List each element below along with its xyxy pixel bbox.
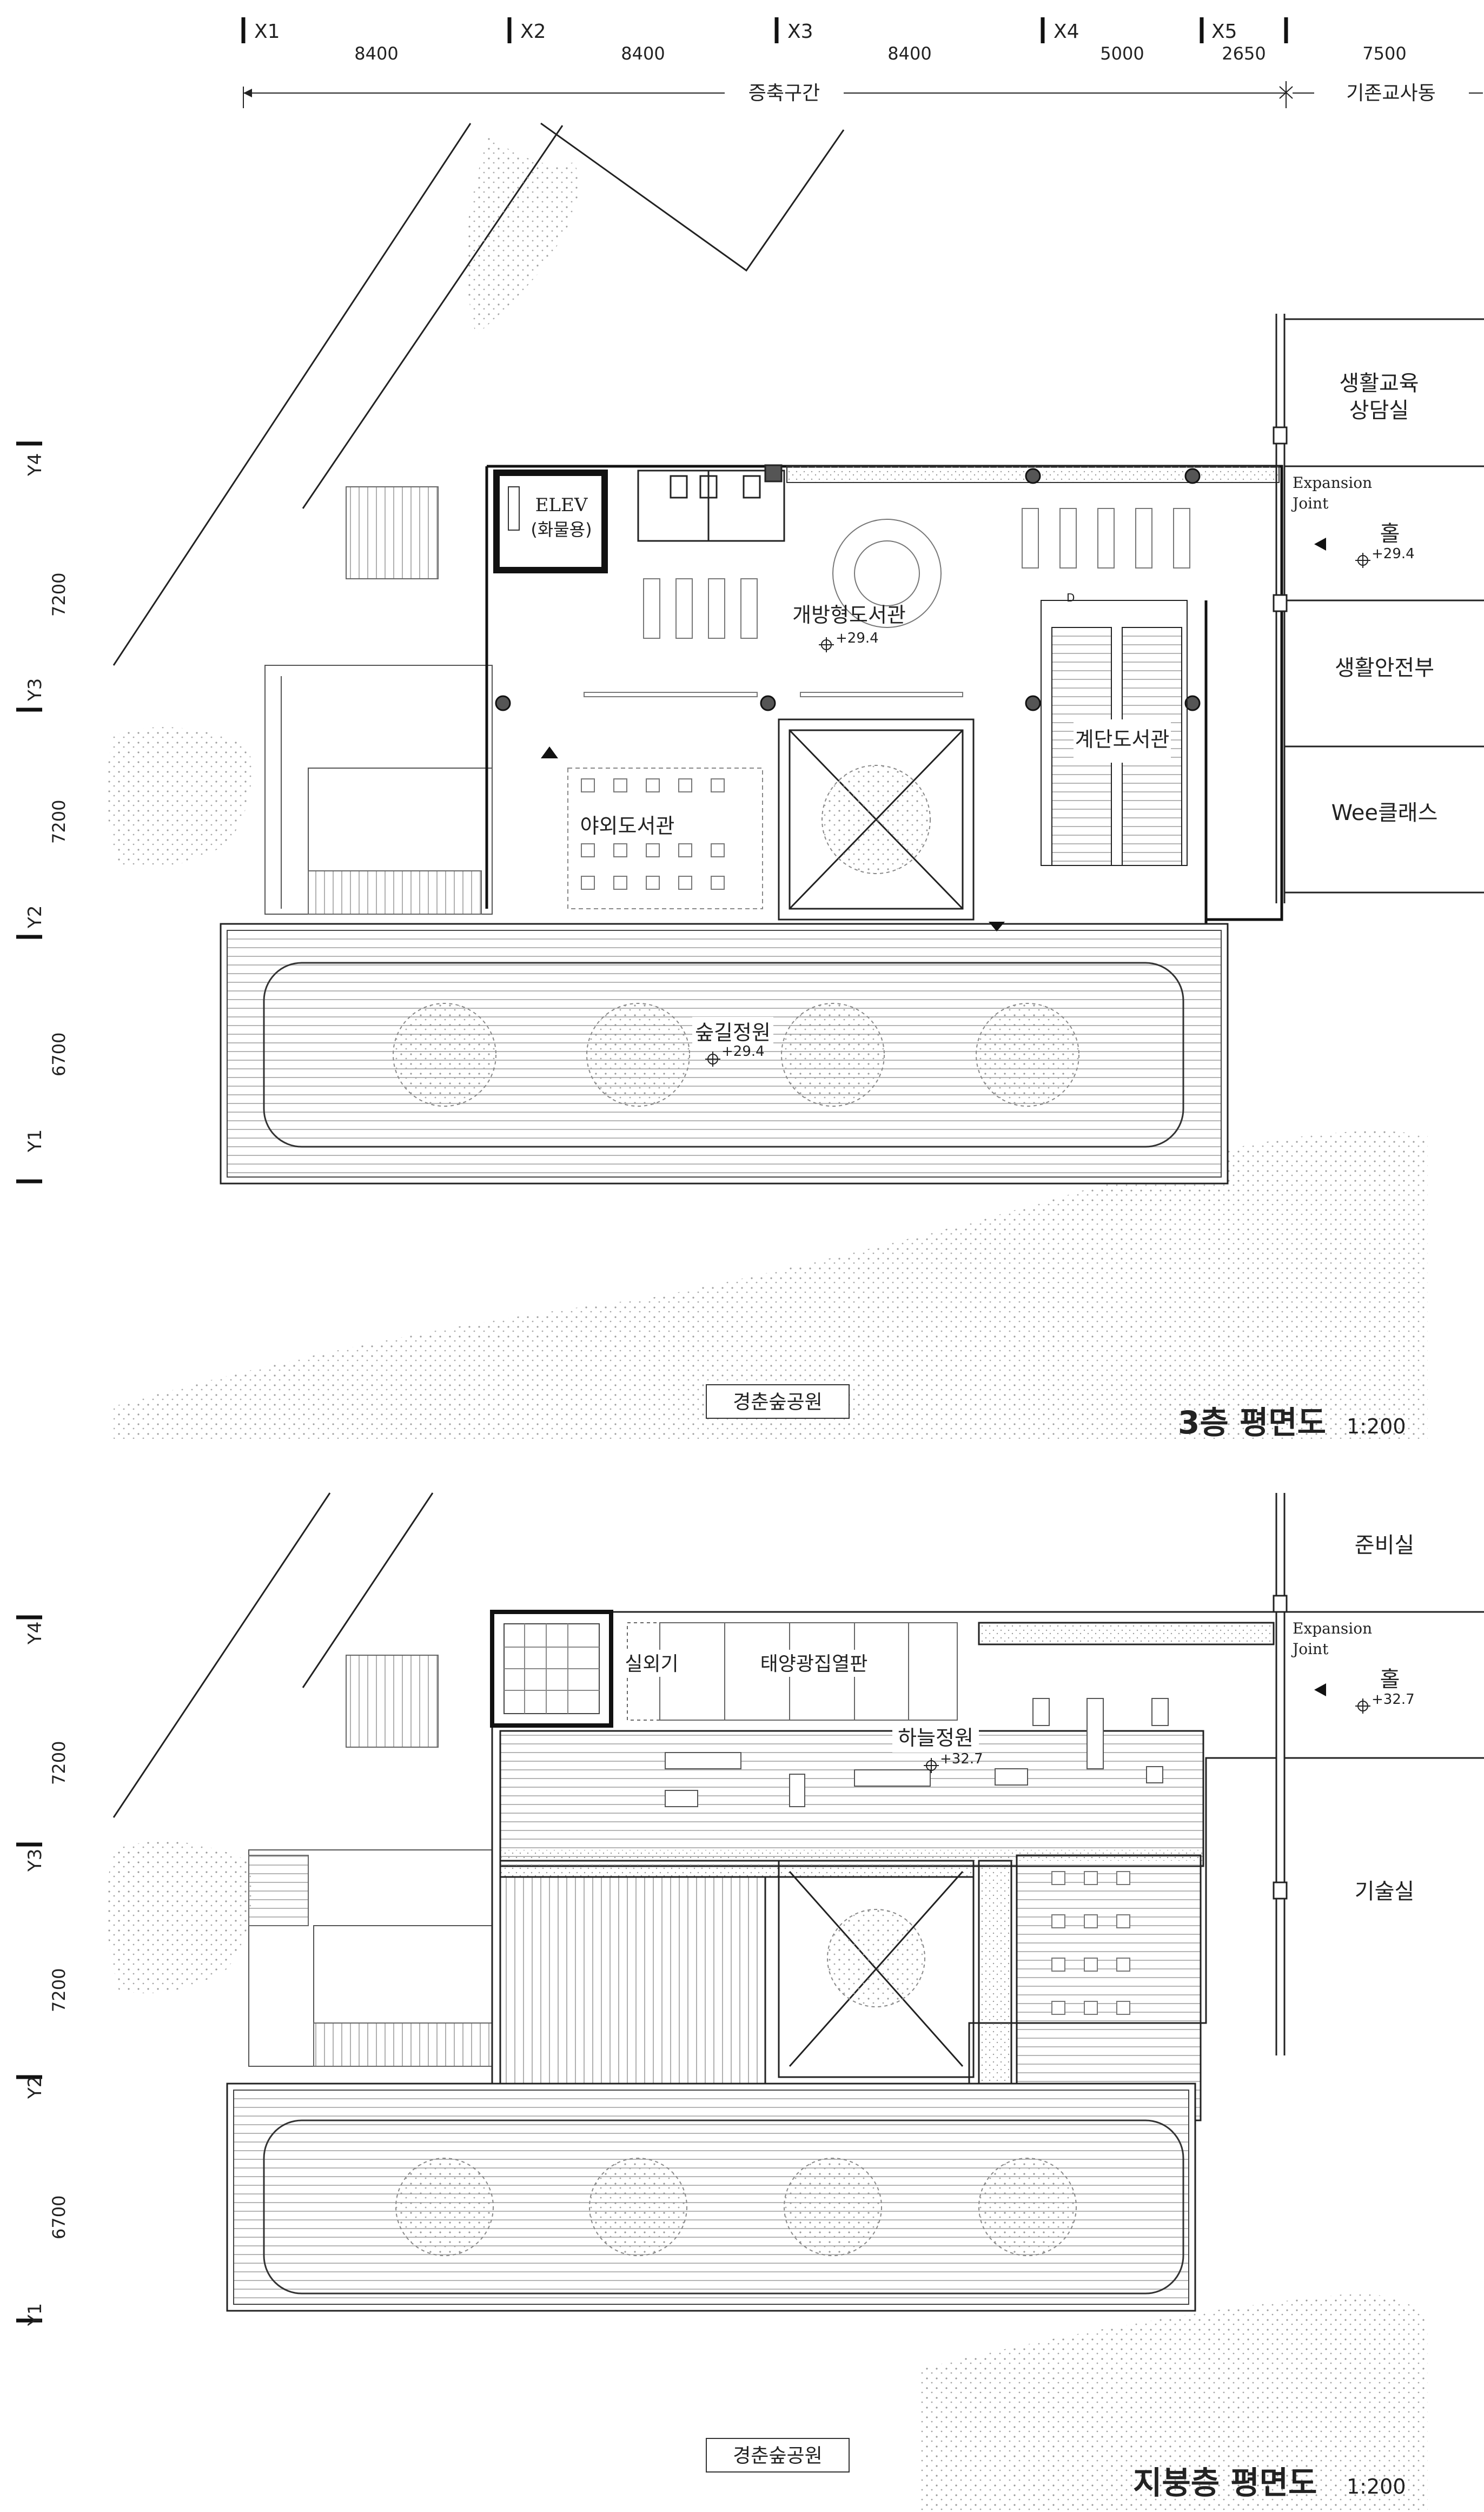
y-dim-3: 6700: [49, 1033, 69, 1076]
outdoor-library: [567, 768, 763, 909]
dim-x1-x2: 8400: [354, 43, 398, 64]
room-stair-library: 계단도서관: [1075, 728, 1170, 751]
room-open-library: 개방형도서관: [792, 603, 906, 627]
dim-x3-x4: 8400: [887, 43, 931, 64]
landscape-dots-top: [107, 135, 1428, 1439]
room-hall-roof: 홀: [1380, 1667, 1400, 1692]
room-counseling-1: 생활교육: [1339, 371, 1419, 396]
roof-plan: Y4 Y3 Y2 Y1 7200 7200 6700: [16, 1492, 1484, 2512]
room-forest-garden: 숲길정원: [695, 1021, 771, 1045]
open-library-furniture: [584, 508, 1190, 697]
sky-garden-furniture: [665, 1698, 1169, 1807]
y1-label-roof: Y1: [24, 2303, 46, 2326]
dim-x2-x3: 8400: [621, 43, 665, 64]
grid-x3: X3: [787, 21, 813, 43]
y-dim-2: 7200: [49, 800, 69, 844]
toilets: [637, 464, 785, 542]
y2-label-roof: Y2: [24, 2076, 46, 2099]
room-wee: Wee클래스: [1331, 801, 1438, 825]
level-hall-roof: +32.7: [1372, 1691, 1415, 1708]
level-marker-icon: [819, 637, 834, 652]
dim-existing: 7500: [1362, 43, 1406, 64]
room-safety: 생활안전부: [1335, 656, 1434, 680]
roof-deck: [491, 1611, 1277, 2143]
elevator: ELEV (화물용): [493, 470, 608, 573]
grid-x1: X1: [254, 21, 280, 43]
outdoor-library-tables: [581, 778, 725, 890]
dim-x5: 2650: [1222, 43, 1266, 64]
park-label-roof: 경춘숲공원: [733, 2445, 823, 2467]
stair-mark-1: D: [1066, 591, 1075, 604]
forest-garden: [220, 923, 1229, 1185]
north-arrow-icon: [989, 922, 1005, 931]
level-forest-garden: +29.4: [721, 1043, 765, 1060]
outdoor-unit: [490, 1610, 613, 1728]
north-arrow-icon: [541, 746, 558, 758]
existing-label: 기존교사동: [1346, 82, 1436, 104]
elev-label: ELEV: [535, 494, 588, 516]
stair-left-top: [308, 486, 482, 915]
room-counseling-2: 상담실: [1349, 398, 1409, 423]
y3-label: Y3: [24, 678, 46, 702]
y-dim-1: 7200: [49, 573, 69, 617]
tree-icon: [827, 1909, 925, 2007]
expansion-joint-roof-1: Expansion: [1293, 1619, 1372, 1637]
y-dim-roof-1: 7200: [49, 1741, 69, 1785]
room-hall-3f: 홀: [1380, 521, 1400, 546]
tree-icon: [822, 765, 931, 874]
grid-x5: X5: [1211, 21, 1237, 43]
title-floor3: 3층 평면도: [1178, 1404, 1326, 1441]
roof-tables: [1051, 1871, 1130, 2015]
tree-icon: [393, 1003, 1079, 1107]
room-sky-garden: 하늘정원: [898, 1726, 973, 1750]
extension-label: 증축구간: [748, 82, 820, 104]
y-grid-bottom: Y4 Y3 Y2 Y1 7200 7200 6700: [16, 1615, 69, 2326]
grid-x4: X4: [1054, 21, 1079, 43]
dim-x4-x5: 5000: [1100, 43, 1144, 64]
y4-label-roof: Y4: [24, 1622, 46, 1645]
level-sky-garden: +32.7: [940, 1751, 983, 1767]
grid-header: X1 X2 X3 X4 X5 8400 8400 8400 5000 2650 …: [241, 17, 1483, 108]
room-outdoor-unit: 실외기: [625, 1653, 678, 1675]
room-tech: 기술실: [1355, 1879, 1414, 1904]
elev-sub: (화물용): [531, 519, 592, 540]
floor3-plan: ELEV (화물용): [107, 122, 1484, 1441]
title-roof: 지붕층 평면도: [1133, 2464, 1317, 2501]
y1-label: Y1: [24, 1129, 46, 1153]
room-solar: 태양광집열판: [760, 1653, 868, 1675]
north-arrow-icon: [1314, 538, 1326, 551]
expansion-joint-roof-2: Joint: [1291, 1640, 1329, 1658]
room-prep: 준비실: [1355, 1533, 1414, 1558]
park-label-3f: 경춘숲공원: [733, 1391, 823, 1413]
north-arrow-icon: [1314, 1683, 1326, 1696]
y-dim-roof-3: 6700: [49, 2196, 69, 2239]
expansion-joint-1: Expansion: [1293, 474, 1372, 492]
y3-label-roof: Y3: [24, 1849, 46, 1872]
room-outdoor-library: 야외도서관: [580, 814, 675, 838]
y-dim-roof-2: 7200: [49, 1968, 69, 2012]
roof-lower-garden: [226, 2083, 1196, 2312]
existing-building-top: [1273, 314, 1484, 903]
y4-label: Y4: [24, 453, 46, 477]
tree-icon: [395, 2158, 1077, 2256]
y-grid-top: Y4 Y3 Y2 Y1 7200 7200 6700: [16, 441, 69, 1184]
y2-label: Y2: [24, 905, 46, 929]
level-hall-3f: +29.4: [1372, 546, 1415, 562]
grid-x2: X2: [520, 21, 546, 43]
scale-floor3: 1:200: [1347, 1414, 1406, 1438]
expansion-joint-2: Joint: [1291, 494, 1329, 512]
scale-roof: 1:200: [1347, 2475, 1406, 2498]
level-open-library: +29.4: [836, 630, 879, 646]
column-icon: [495, 468, 1201, 940]
